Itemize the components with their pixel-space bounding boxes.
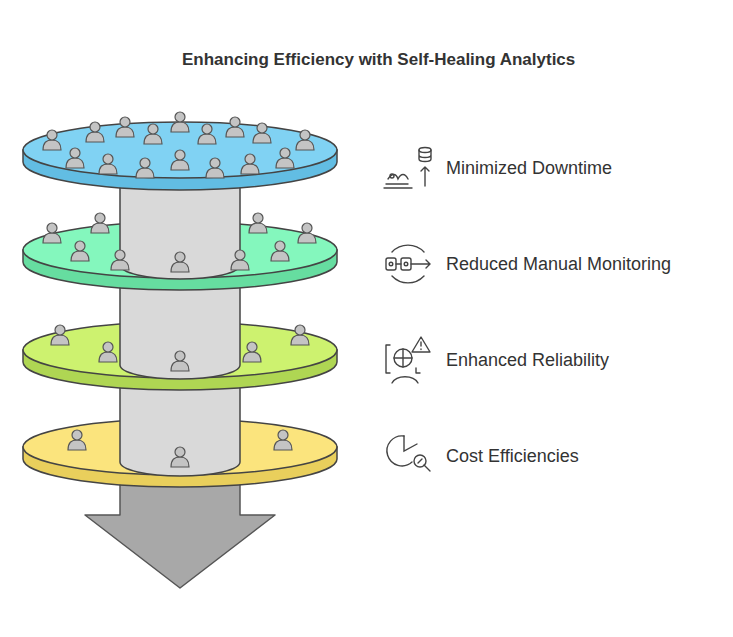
monitoring-icon <box>386 245 430 283</box>
benefit-label: Reduced Manual Monitoring <box>446 253 671 275</box>
cost-icon <box>387 436 430 471</box>
diagram-title: Enhancing Efficiency with Self-Healing A… <box>182 50 575 70</box>
benefit-label: Cost Efficiencies <box>446 445 579 467</box>
people-icons <box>68 430 292 467</box>
people-icons <box>43 213 316 272</box>
downtime-icon <box>384 148 431 189</box>
reliability-icon <box>386 337 430 383</box>
benefit-label: Minimized Downtime <box>446 157 612 179</box>
people-icons <box>43 112 314 178</box>
people-icons <box>51 325 309 371</box>
benefit-label: Enhanced Reliability <box>446 349 609 371</box>
